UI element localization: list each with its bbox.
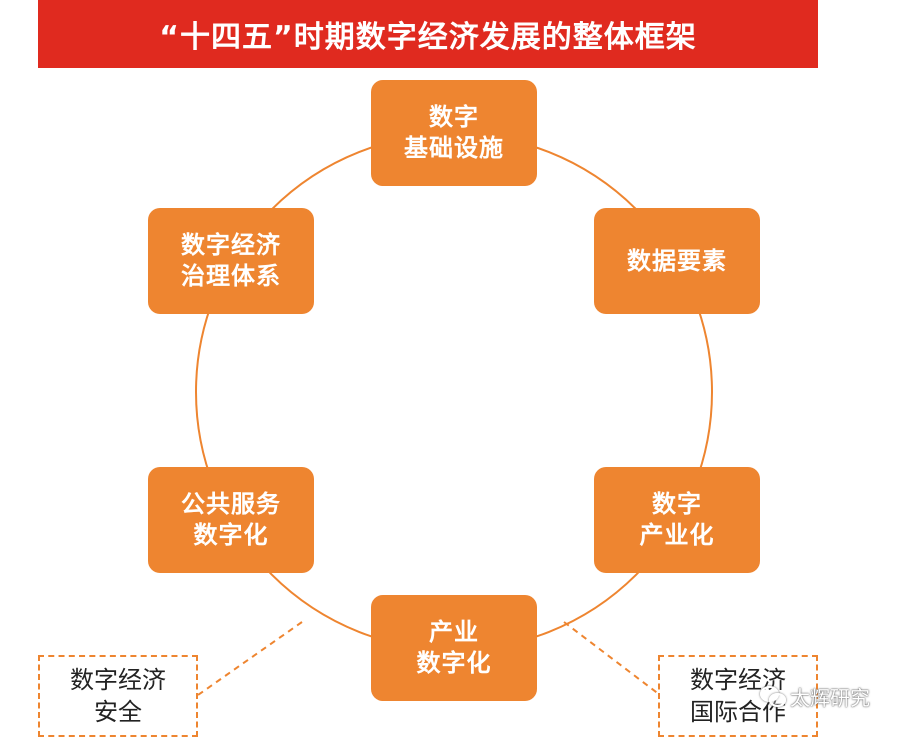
node-governance-system: 数字经济 治理体系 xyxy=(148,208,314,314)
page-title: “十四五”时期数字经济发展的整体框架 xyxy=(38,0,818,68)
node-data-elements: 数据要素 xyxy=(594,208,760,314)
node-digital-industrialization: 数字 产业化 xyxy=(594,467,760,573)
node-industrial-digitalization: 产业 数字化 xyxy=(371,595,537,701)
node-line: 数字化 xyxy=(416,649,492,677)
node-line: 产业 xyxy=(429,618,479,646)
node-line: 数字化 xyxy=(193,521,269,549)
node-line: 基础设施 xyxy=(404,134,504,162)
node-line: 数字经济 xyxy=(181,231,281,259)
box-digital-economy-security: 数字经济 安全 xyxy=(38,655,198,737)
watermark-text: 太辉研究 xyxy=(790,686,870,710)
node-line: 治理体系 xyxy=(181,262,281,290)
box-line: 安全 xyxy=(94,698,142,726)
node-line: 数字 xyxy=(429,103,479,131)
node-public-service-digitalization: 公共服务 数字化 xyxy=(148,467,314,573)
node-line: 公共服务 xyxy=(181,490,281,518)
wechat-icon xyxy=(760,685,786,708)
node-digital-infrastructure: 数字 基础设施 xyxy=(371,80,537,186)
box-line: 数字经济 xyxy=(70,666,166,694)
connector-right-dashed xyxy=(563,621,661,696)
watermark: 太辉研究 xyxy=(760,682,870,711)
connector-left-dashed xyxy=(197,621,303,696)
node-line: 数字 xyxy=(652,490,702,518)
node-line: 产业化 xyxy=(639,521,715,549)
node-line: 数据要素 xyxy=(627,246,727,275)
